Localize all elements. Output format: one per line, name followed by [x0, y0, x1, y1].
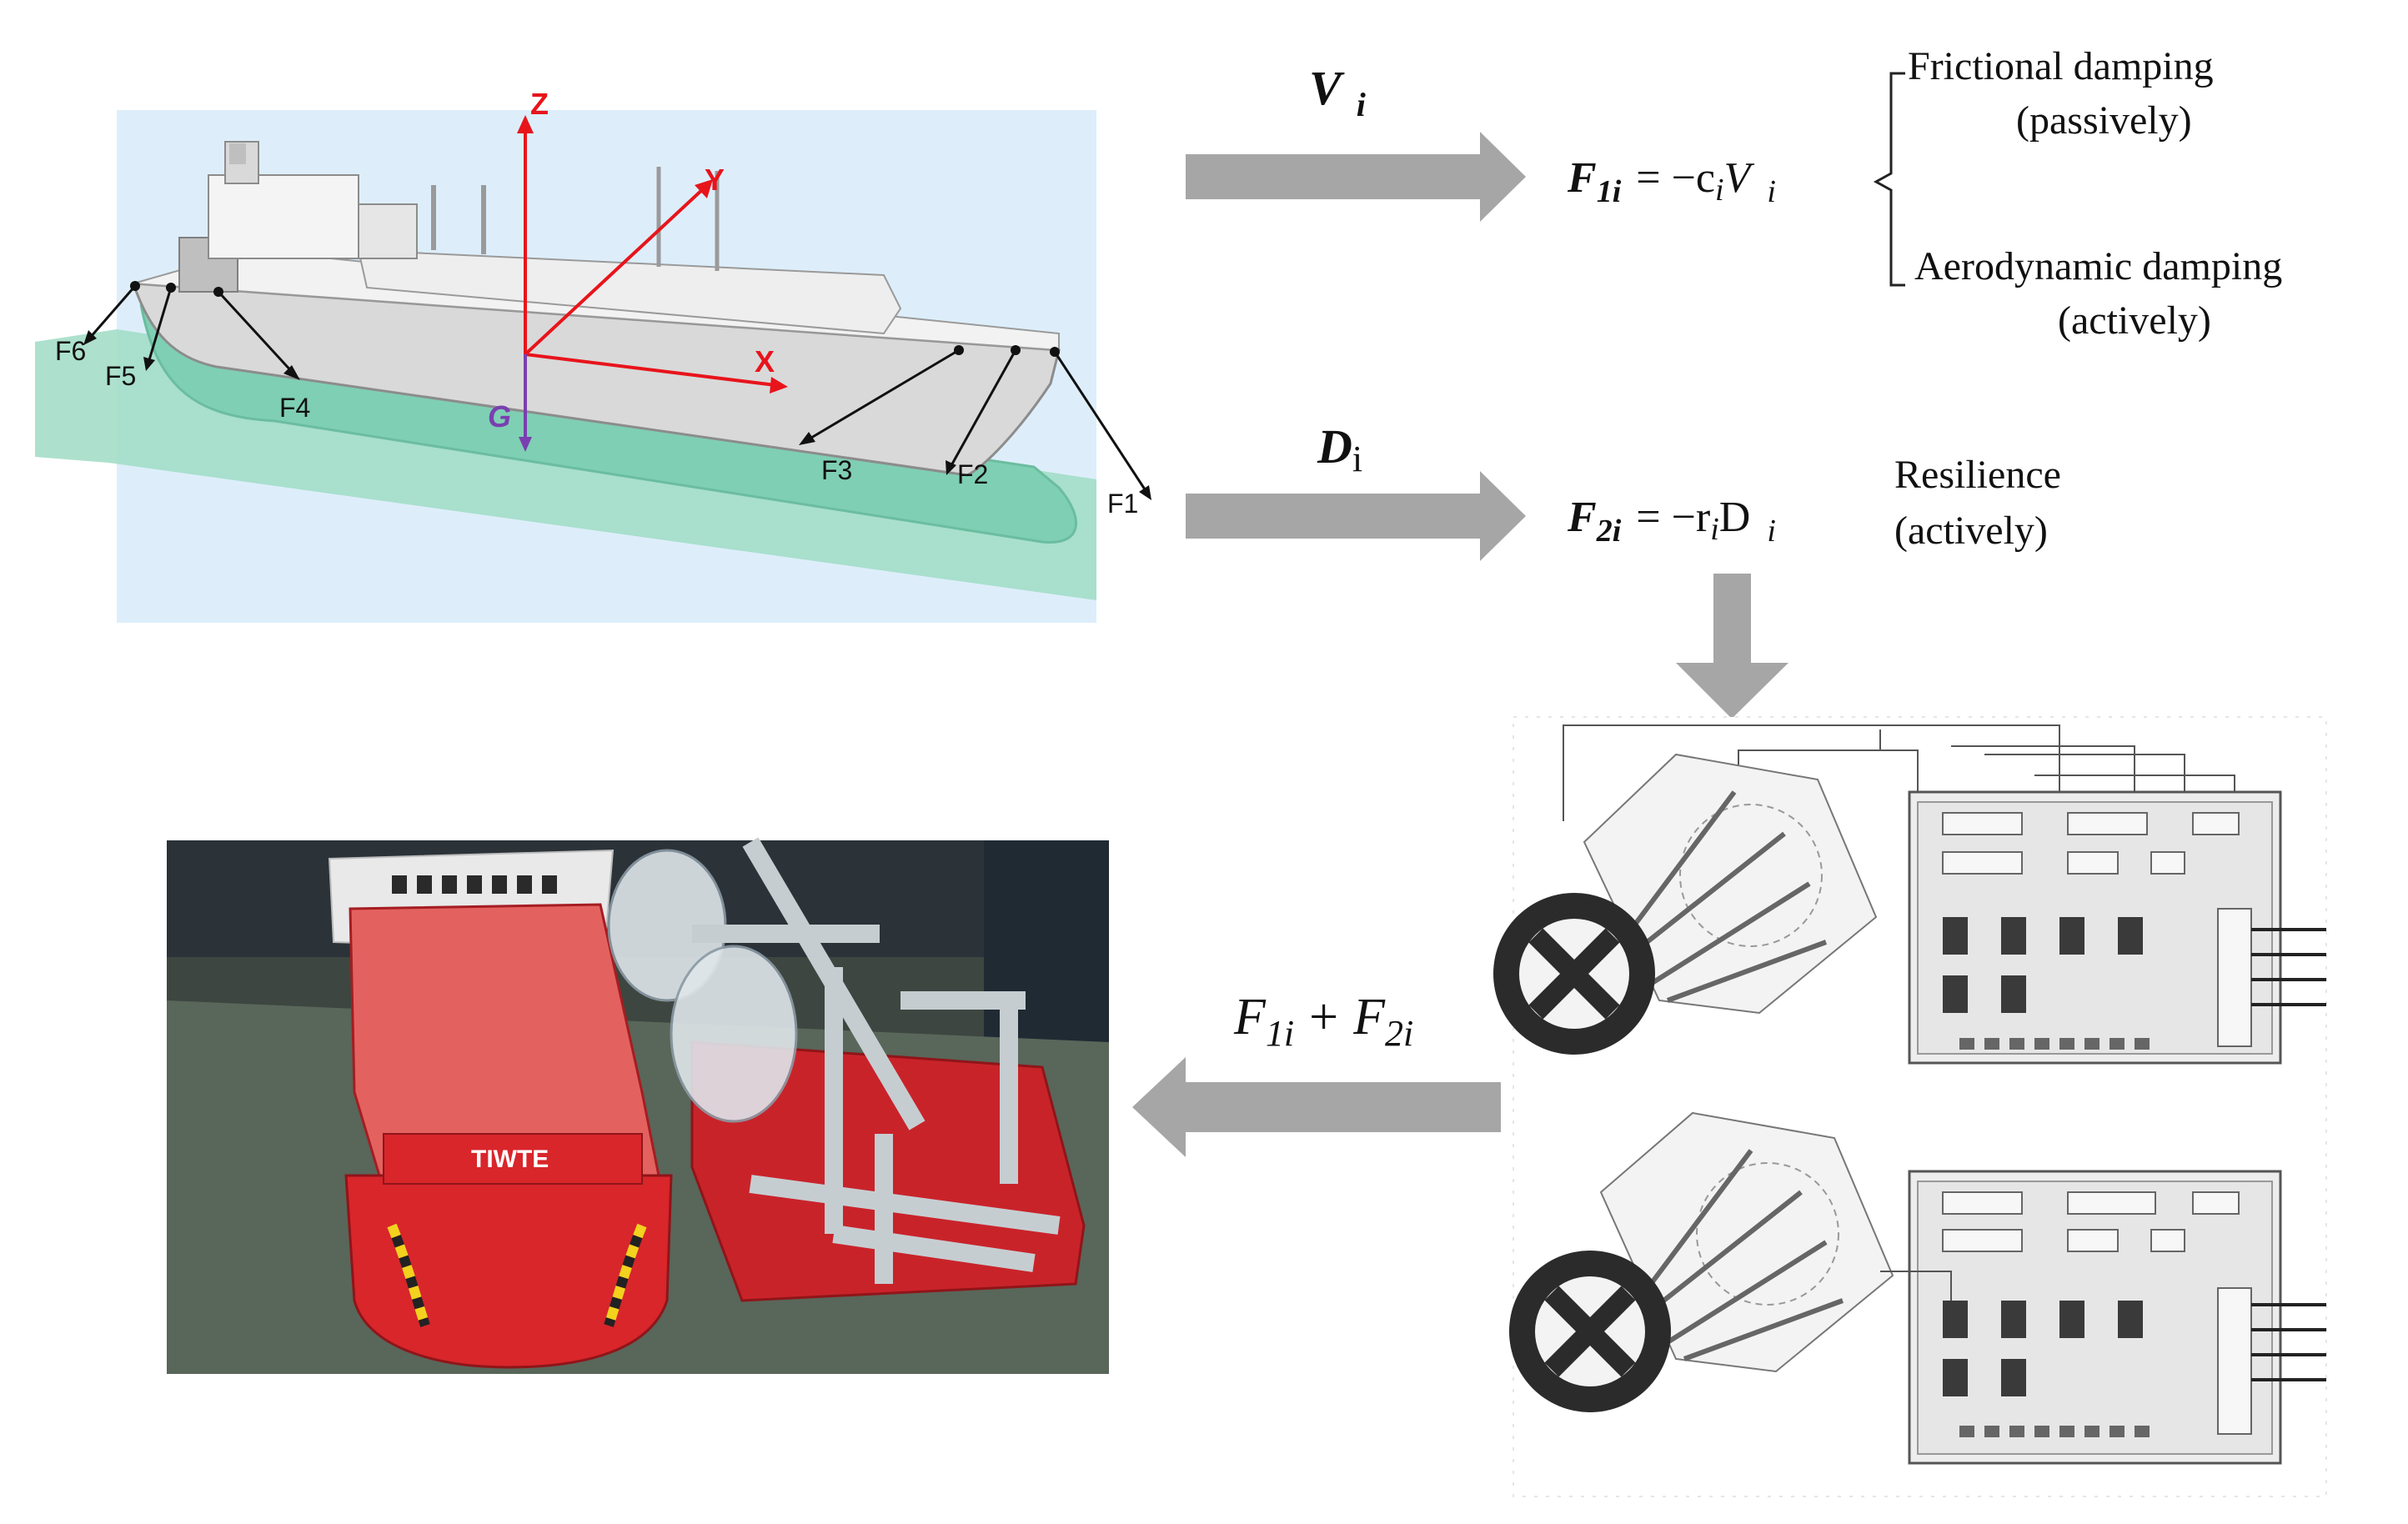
hull-logo: TIWTE — [471, 1146, 549, 1173]
frictional-damping-label: Frictional damping — [1908, 44, 2214, 88]
x-axis — [524, 353, 776, 387]
damping-brace — [1873, 72, 1905, 287]
velocity-arrow — [1186, 132, 1526, 222]
z-axis-label: Z — [530, 87, 549, 121]
combined-force-label: F1i+F2i — [1233, 989, 1413, 1054]
superstructure — [178, 141, 720, 293]
control-box-lower — [1880, 1170, 2326, 1465]
force-label-f5: F5 — [105, 361, 136, 391]
force-label-f6: F6 — [55, 336, 86, 366]
force-label-f4: F4 — [279, 393, 310, 423]
resilience-mode: (actively) — [1894, 509, 2048, 553]
physical-model-photo: TIWTE — [167, 837, 1109, 1374]
aerodynamic-damping-mode: (actively) — [2058, 298, 2211, 343]
bow-stripes-dark — [387, 1223, 647, 1327]
aluminium-frame — [692, 837, 1061, 1284]
mooring-lines — [88, 285, 1148, 493]
actuator-unit-lower — [1509, 1111, 1894, 1412]
force-label-f2: F2 — [957, 459, 988, 489]
actuator-unit-upper — [1493, 753, 1878, 1055]
y-axis-arrowhead — [695, 179, 713, 198]
mooring-line-arrowheads — [83, 330, 1151, 500]
down-arrow — [1676, 574, 1788, 719]
rotor-drum-lower — [670, 945, 798, 1123]
force-labels: F6 F5 F4 F3 F2 F1 — [55, 336, 1138, 519]
x-axis-label: X — [755, 344, 775, 378]
resilience-label: Resilience — [1894, 453, 2061, 497]
force-label-f3: F3 — [821, 455, 852, 485]
actuator-schematic — [1493, 716, 2327, 1497]
force-label-f1: F1 — [1107, 489, 1138, 519]
z-axis-arrowhead — [517, 115, 534, 133]
aerodynamic-damping-label: Aerodynamic damping — [1914, 244, 2282, 288]
frictional-damping-mode: (passively) — [2016, 98, 2192, 143]
x-axis-arrowhead — [770, 377, 788, 394]
combined-force-arrow — [1132, 1057, 1501, 1157]
deck-house — [357, 248, 902, 335]
control-box-upper — [1908, 790, 2326, 1065]
ship-hull-underwater — [139, 303, 1077, 544]
y-axis-label: Y — [705, 163, 725, 197]
coordinate-axes: Z Y X G — [488, 87, 788, 452]
gravity-arrowhead — [519, 437, 532, 452]
ship-model-panel: Z Y X G F6 F5 F4 — [35, 87, 1151, 623]
displacement-arrow — [1186, 471, 1526, 561]
mooring-points — [130, 281, 1060, 357]
y-axis — [524, 186, 706, 356]
displacement-input-label: Di — [1317, 419, 1362, 479]
combined-force-branch: F1i+F2i — [1132, 989, 1501, 1157]
bow-stripes — [387, 1223, 647, 1327]
g-label: G — [488, 399, 511, 434]
